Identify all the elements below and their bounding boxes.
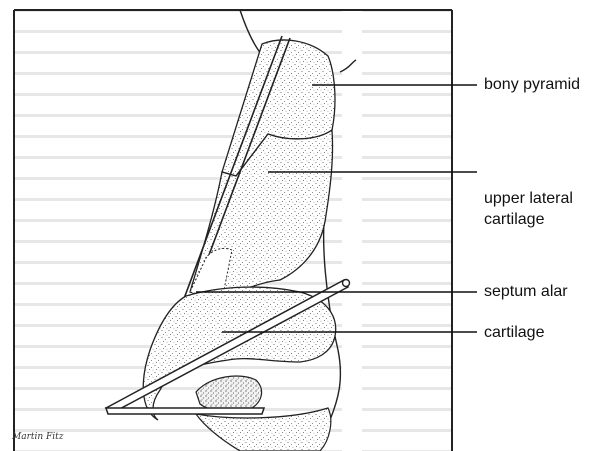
label-bony-pyramid: bony pyramid bbox=[484, 74, 580, 95]
label-upper-lateral-line2: cartilage bbox=[484, 209, 594, 230]
label-cartilage: cartilage bbox=[484, 322, 544, 343]
label-septum-alar: septum alar bbox=[484, 281, 568, 302]
label-upper-lateral-cartilage: upper lateral cartilage bbox=[484, 188, 594, 230]
label-upper-lateral-line1: upper lateral bbox=[484, 188, 594, 209]
artist-signature: Martin Fitz bbox=[12, 432, 64, 442]
